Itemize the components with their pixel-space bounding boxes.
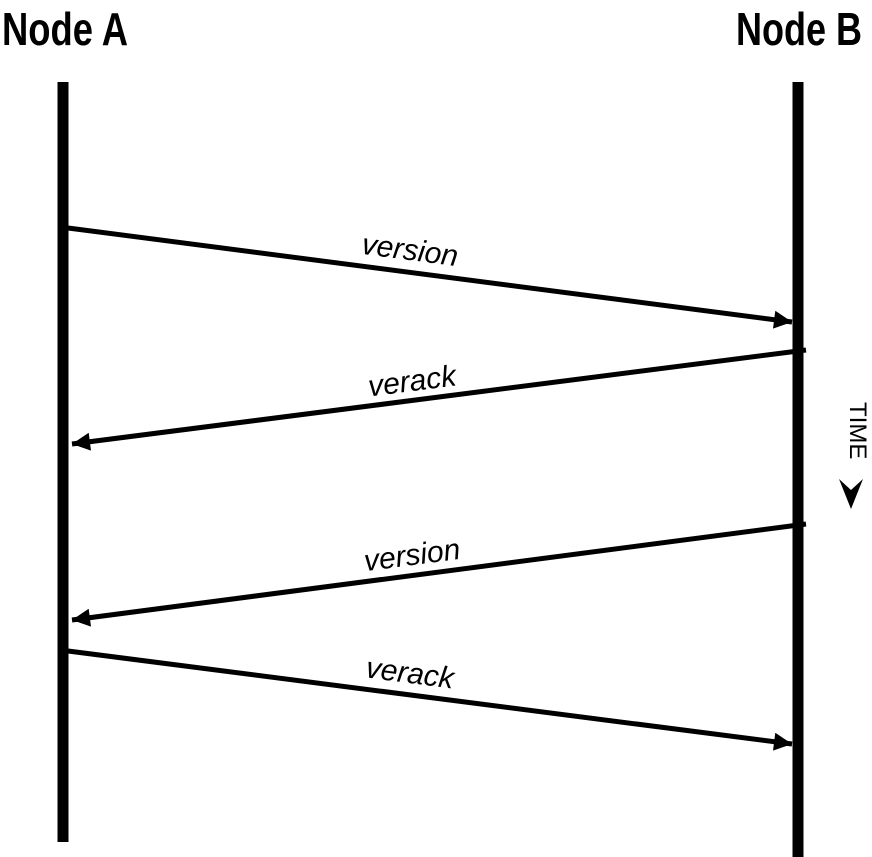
node-a-label: Node A xyxy=(2,3,128,55)
message-arrow-version-a-to-b xyxy=(67,225,793,329)
time-arrow-icon xyxy=(839,479,863,509)
message-arrow-version-b-to-a xyxy=(71,521,807,627)
message-arrow-verack-a-to-b xyxy=(67,648,793,751)
message-arrow-verack-b-to-a xyxy=(71,347,807,451)
time-axis-label: TIME xyxy=(844,402,871,459)
node-b-label: Node B xyxy=(736,3,862,55)
